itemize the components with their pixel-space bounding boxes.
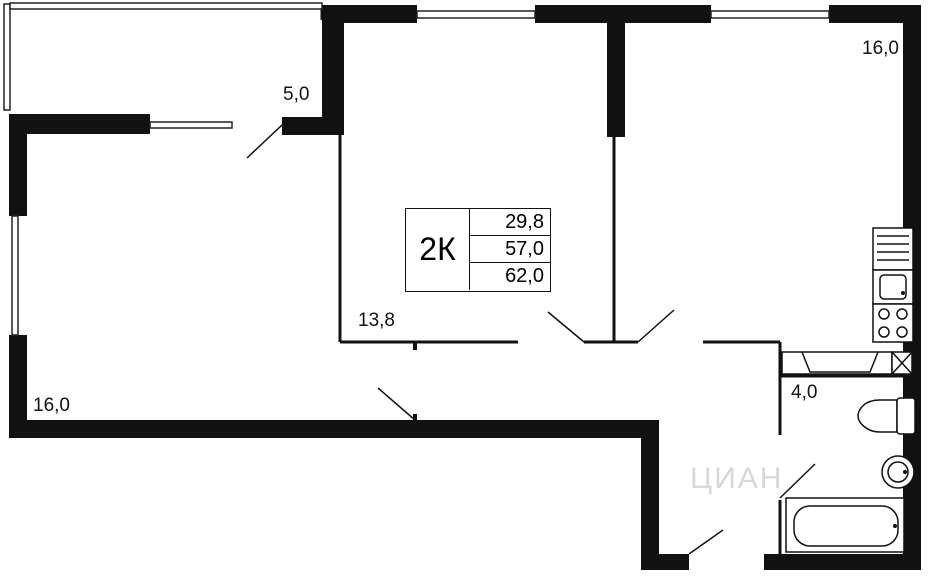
stove-icon (872, 303, 914, 343)
windows (3, 2, 830, 336)
kitchen-fixtures (872, 227, 914, 343)
apartment-summary: 2К 29,8 57,0 62,0 (405, 208, 551, 292)
bathroom-fixtures (781, 351, 916, 553)
washer-icon (781, 351, 893, 375)
doors (246, 124, 816, 555)
corridor-area-label: 13,8 (358, 310, 395, 331)
toilet-icon (857, 399, 898, 433)
fridge-icon (872, 227, 914, 271)
living-room-area-label: 16,0 (33, 395, 70, 416)
balcony-outline (7, 5, 324, 110)
watermark-logo: ЦИАН (690, 462, 784, 495)
apartment-type: 2К (406, 209, 470, 290)
kitchen-room-area-label: 16,0 (862, 38, 899, 59)
bathroom-area-label: 4,0 (791, 382, 818, 403)
total-with-balcony-value: 62,0 (505, 265, 544, 287)
total-area-value: 57,0 (470, 236, 550, 263)
walls (9, 5, 921, 570)
living-area-value: 29,8 (470, 209, 550, 236)
balcony-area-label: 5,0 (283, 84, 310, 105)
